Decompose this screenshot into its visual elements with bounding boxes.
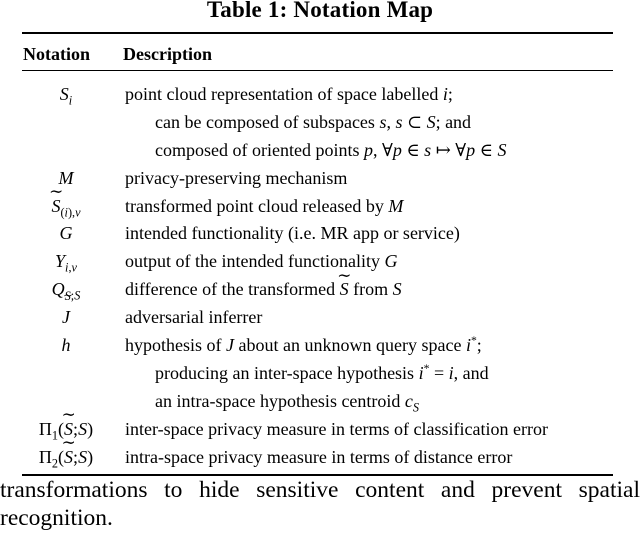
table-row: Π2(∼S;S) intra-space privacy measure in t… xyxy=(22,433,613,472)
table-line: ∼S(i),v transformed point cloud released … xyxy=(22,182,613,221)
table-rows: Si point cloud representation of space la… xyxy=(22,81,613,471)
tilde-accent: ∼ xyxy=(337,266,352,286)
description-cell: adversarial inferrer xyxy=(125,307,263,328)
header-description: Description xyxy=(123,44,212,64)
notation-cell: Si xyxy=(59,84,73,108)
table-line: producing an inter-space hypothesis i* =… xyxy=(22,360,613,388)
table-line: Π1(∼S;S) inter-space privacy measure in t… xyxy=(22,405,613,444)
tilde-accent: ∼ xyxy=(62,288,73,302)
table-row: Yi,v output of the intended functionality… xyxy=(22,248,613,276)
table-line: h hypothesis of J about an unknown query … xyxy=(22,332,613,360)
table-row: Q∼S;S difference of the transformed ∼S fr… xyxy=(22,266,613,304)
description-cell: output of the intended functionality G xyxy=(125,251,398,272)
table-row: h hypothesis of J about an unknown query … xyxy=(22,332,613,416)
tilde-accent: ∼ xyxy=(48,182,64,202)
description-cell: transformed point cloud released by M xyxy=(125,195,404,216)
notation-cell: M xyxy=(58,167,74,188)
table-rule-mid xyxy=(22,70,613,72)
notation-cell: Π2(∼S;S) xyxy=(38,433,94,471)
header-notation: Notation xyxy=(23,44,90,64)
table-line: composed of oriented points p, ∀p ∈ s ↦ … xyxy=(22,137,613,165)
notation-cell: Yi,v xyxy=(55,251,77,275)
description-cell: can be composed of subspaces s, s ⊂ S; a… xyxy=(155,111,472,132)
description-cell: difference of the transformed ∼S from S xyxy=(125,266,402,300)
tilde-accent: ∼ xyxy=(61,433,76,453)
description-cell: producing an inter-space hypothesis i* =… xyxy=(155,361,489,383)
notation-cell: Q∼S;S xyxy=(51,279,81,303)
table-line: an intra-space hypothesis centroid cS xyxy=(22,388,613,416)
table-line: can be composed of subspaces s, s ⊂ S; a… xyxy=(22,109,613,137)
description-cell: inter-space privacy measure in terms of … xyxy=(125,418,548,439)
notation-cell: G xyxy=(59,223,73,244)
notation-cell: Π1(∼S;S) xyxy=(38,405,94,443)
table-line: Π2(∼S;S) intra-space privacy measure in t… xyxy=(22,433,613,472)
table-rule-top xyxy=(22,32,613,35)
table-row: ∼S(i),v transformed point cloud released … xyxy=(22,182,613,221)
description-cell: privacy-preserving mechanism xyxy=(125,167,348,188)
table-line: Si point cloud representation of space la… xyxy=(22,81,613,109)
body-text-line-1: transformations to hide sensitive conten… xyxy=(0,477,640,503)
notation-cell: J xyxy=(62,307,70,328)
table-caption: Table 1: Notation Map xyxy=(206,0,434,22)
description-cell: point cloud representation of space labe… xyxy=(125,84,453,104)
body-text-line-2: recognition. xyxy=(0,505,113,531)
table-header-row: Notation Description xyxy=(23,41,212,68)
notation-cell: ∼S(i),v xyxy=(48,182,81,220)
description-cell: composed of oriented points p, ∀p ∈ s ↦ … xyxy=(155,139,507,160)
description-cell: intended functionality (i.e. MR app or s… xyxy=(125,223,460,244)
table-row: Π1(∼S;S) inter-space privacy measure in t… xyxy=(22,405,613,444)
notation-cell: h xyxy=(61,335,71,356)
tilde-accent: ∼ xyxy=(61,405,76,425)
body-paragraph: transformations to hide sensitive conten… xyxy=(0,476,640,532)
table-rule-bottom xyxy=(22,474,613,476)
table-line: Q∼S;S difference of the transformed ∼S fr… xyxy=(22,266,613,304)
description-cell: an intra-space hypothesis centroid cS xyxy=(155,390,420,415)
description-cell: intra-space privacy measure in terms of … xyxy=(125,446,513,467)
table-line: Yi,v output of the intended functionality… xyxy=(22,248,613,276)
description-cell: hypothesis of J about an unknown query s… xyxy=(125,334,482,356)
table-row: Si point cloud representation of space la… xyxy=(22,81,613,165)
